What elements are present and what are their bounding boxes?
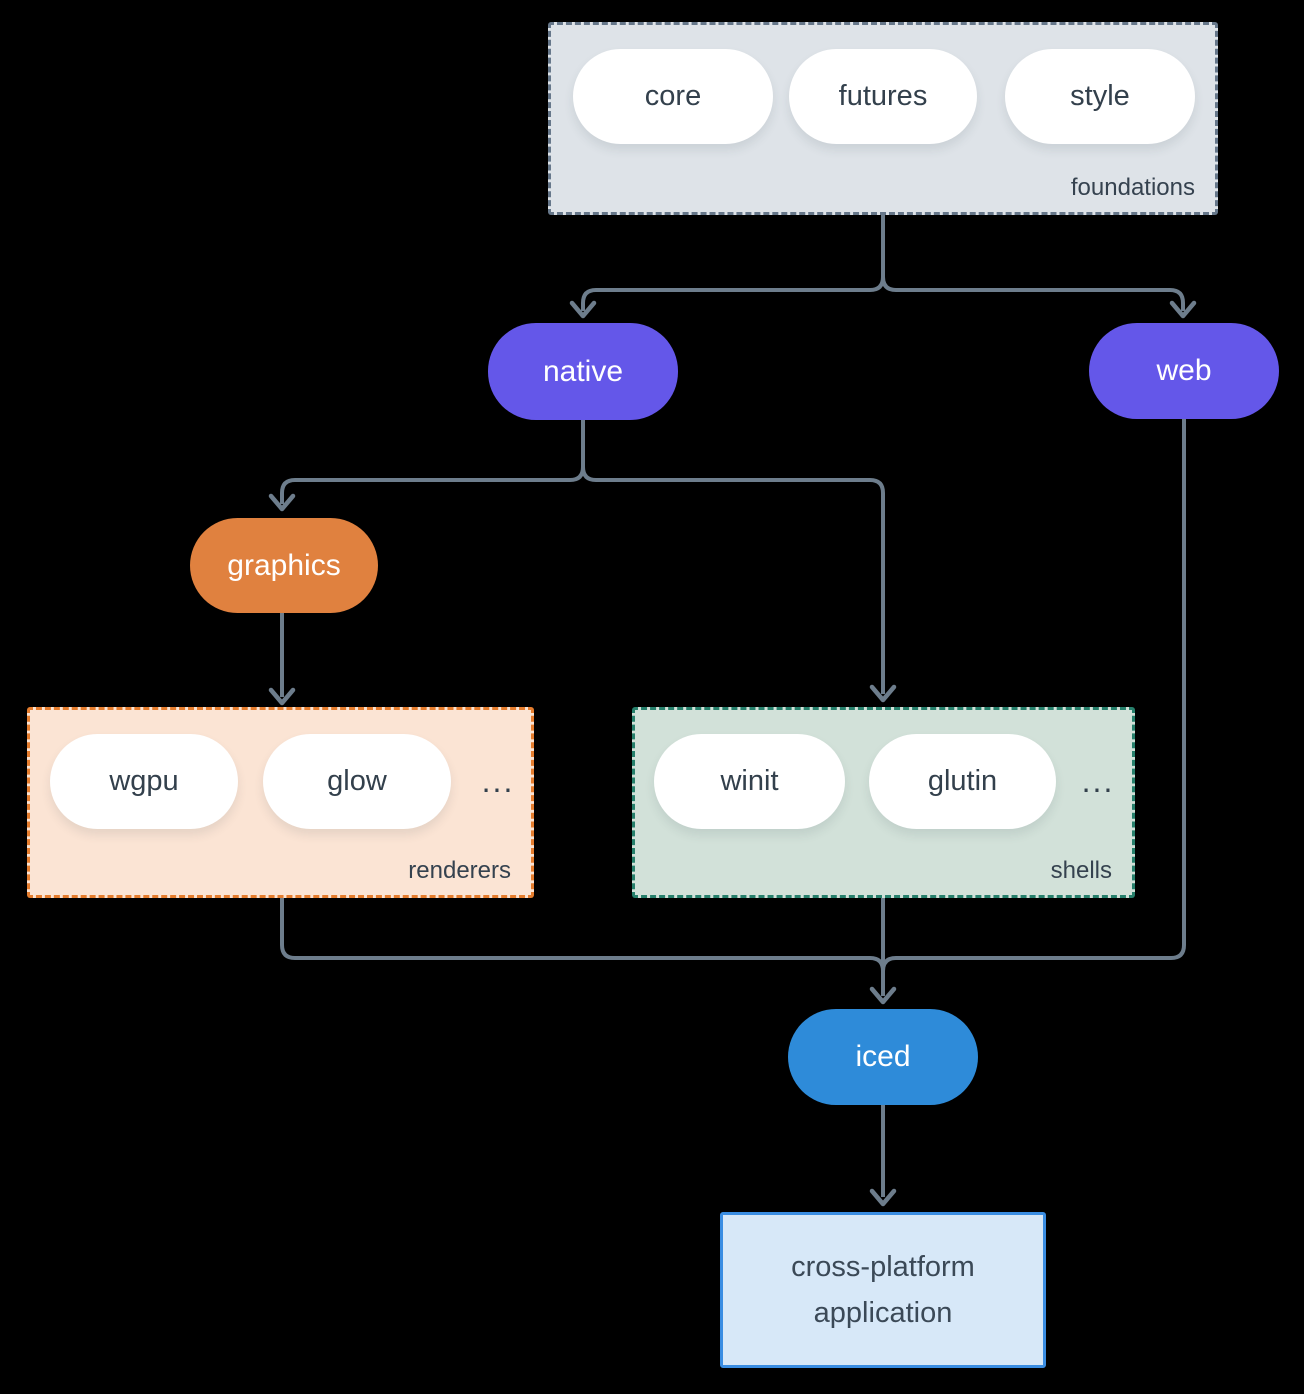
node-winit: winit xyxy=(654,734,845,829)
node-style: style xyxy=(1005,49,1195,144)
arrowhead-web xyxy=(1169,300,1197,319)
node-glow: glow xyxy=(263,734,451,829)
arrowhead-iced xyxy=(869,986,897,1005)
renderers-group: wgpu glow ... renderers xyxy=(27,707,534,898)
node-core: core xyxy=(573,49,773,144)
shells-group: winit glutin ... shells xyxy=(632,707,1135,898)
arrowhead-shells xyxy=(869,684,897,703)
node-web: web xyxy=(1089,323,1279,419)
node-native: native xyxy=(488,323,678,420)
node-graphics: graphics xyxy=(190,518,378,613)
application-box: cross-platform application xyxy=(720,1212,1046,1368)
node-glutin: glutin xyxy=(869,734,1056,829)
edge-foundations-to-web xyxy=(881,215,1185,311)
application-line1: cross-platform xyxy=(791,1251,975,1283)
application-line2: application xyxy=(813,1297,953,1329)
shells-ellipsis: ... xyxy=(1081,763,1115,799)
renderers-label: renderers xyxy=(408,857,511,884)
arrowhead-renderers xyxy=(268,687,296,706)
arrowhead-application xyxy=(869,1188,897,1207)
arrowhead-native xyxy=(569,300,597,319)
node-futures: futures xyxy=(789,49,977,144)
renderers-ellipsis: ... xyxy=(481,763,515,799)
node-iced: iced xyxy=(788,1009,978,1105)
edge-foundations-to-native xyxy=(581,215,885,311)
edge-native-to-graphics xyxy=(280,420,585,504)
edge-renderers-to-iced xyxy=(280,897,885,996)
node-wgpu: wgpu xyxy=(50,734,238,829)
foundations-group: core futures style foundations xyxy=(548,22,1218,215)
edge-native-to-shells xyxy=(581,420,885,694)
shells-label: shells xyxy=(1050,857,1112,884)
foundations-label: foundations xyxy=(1070,174,1195,201)
arrowhead-graphics xyxy=(268,493,296,512)
